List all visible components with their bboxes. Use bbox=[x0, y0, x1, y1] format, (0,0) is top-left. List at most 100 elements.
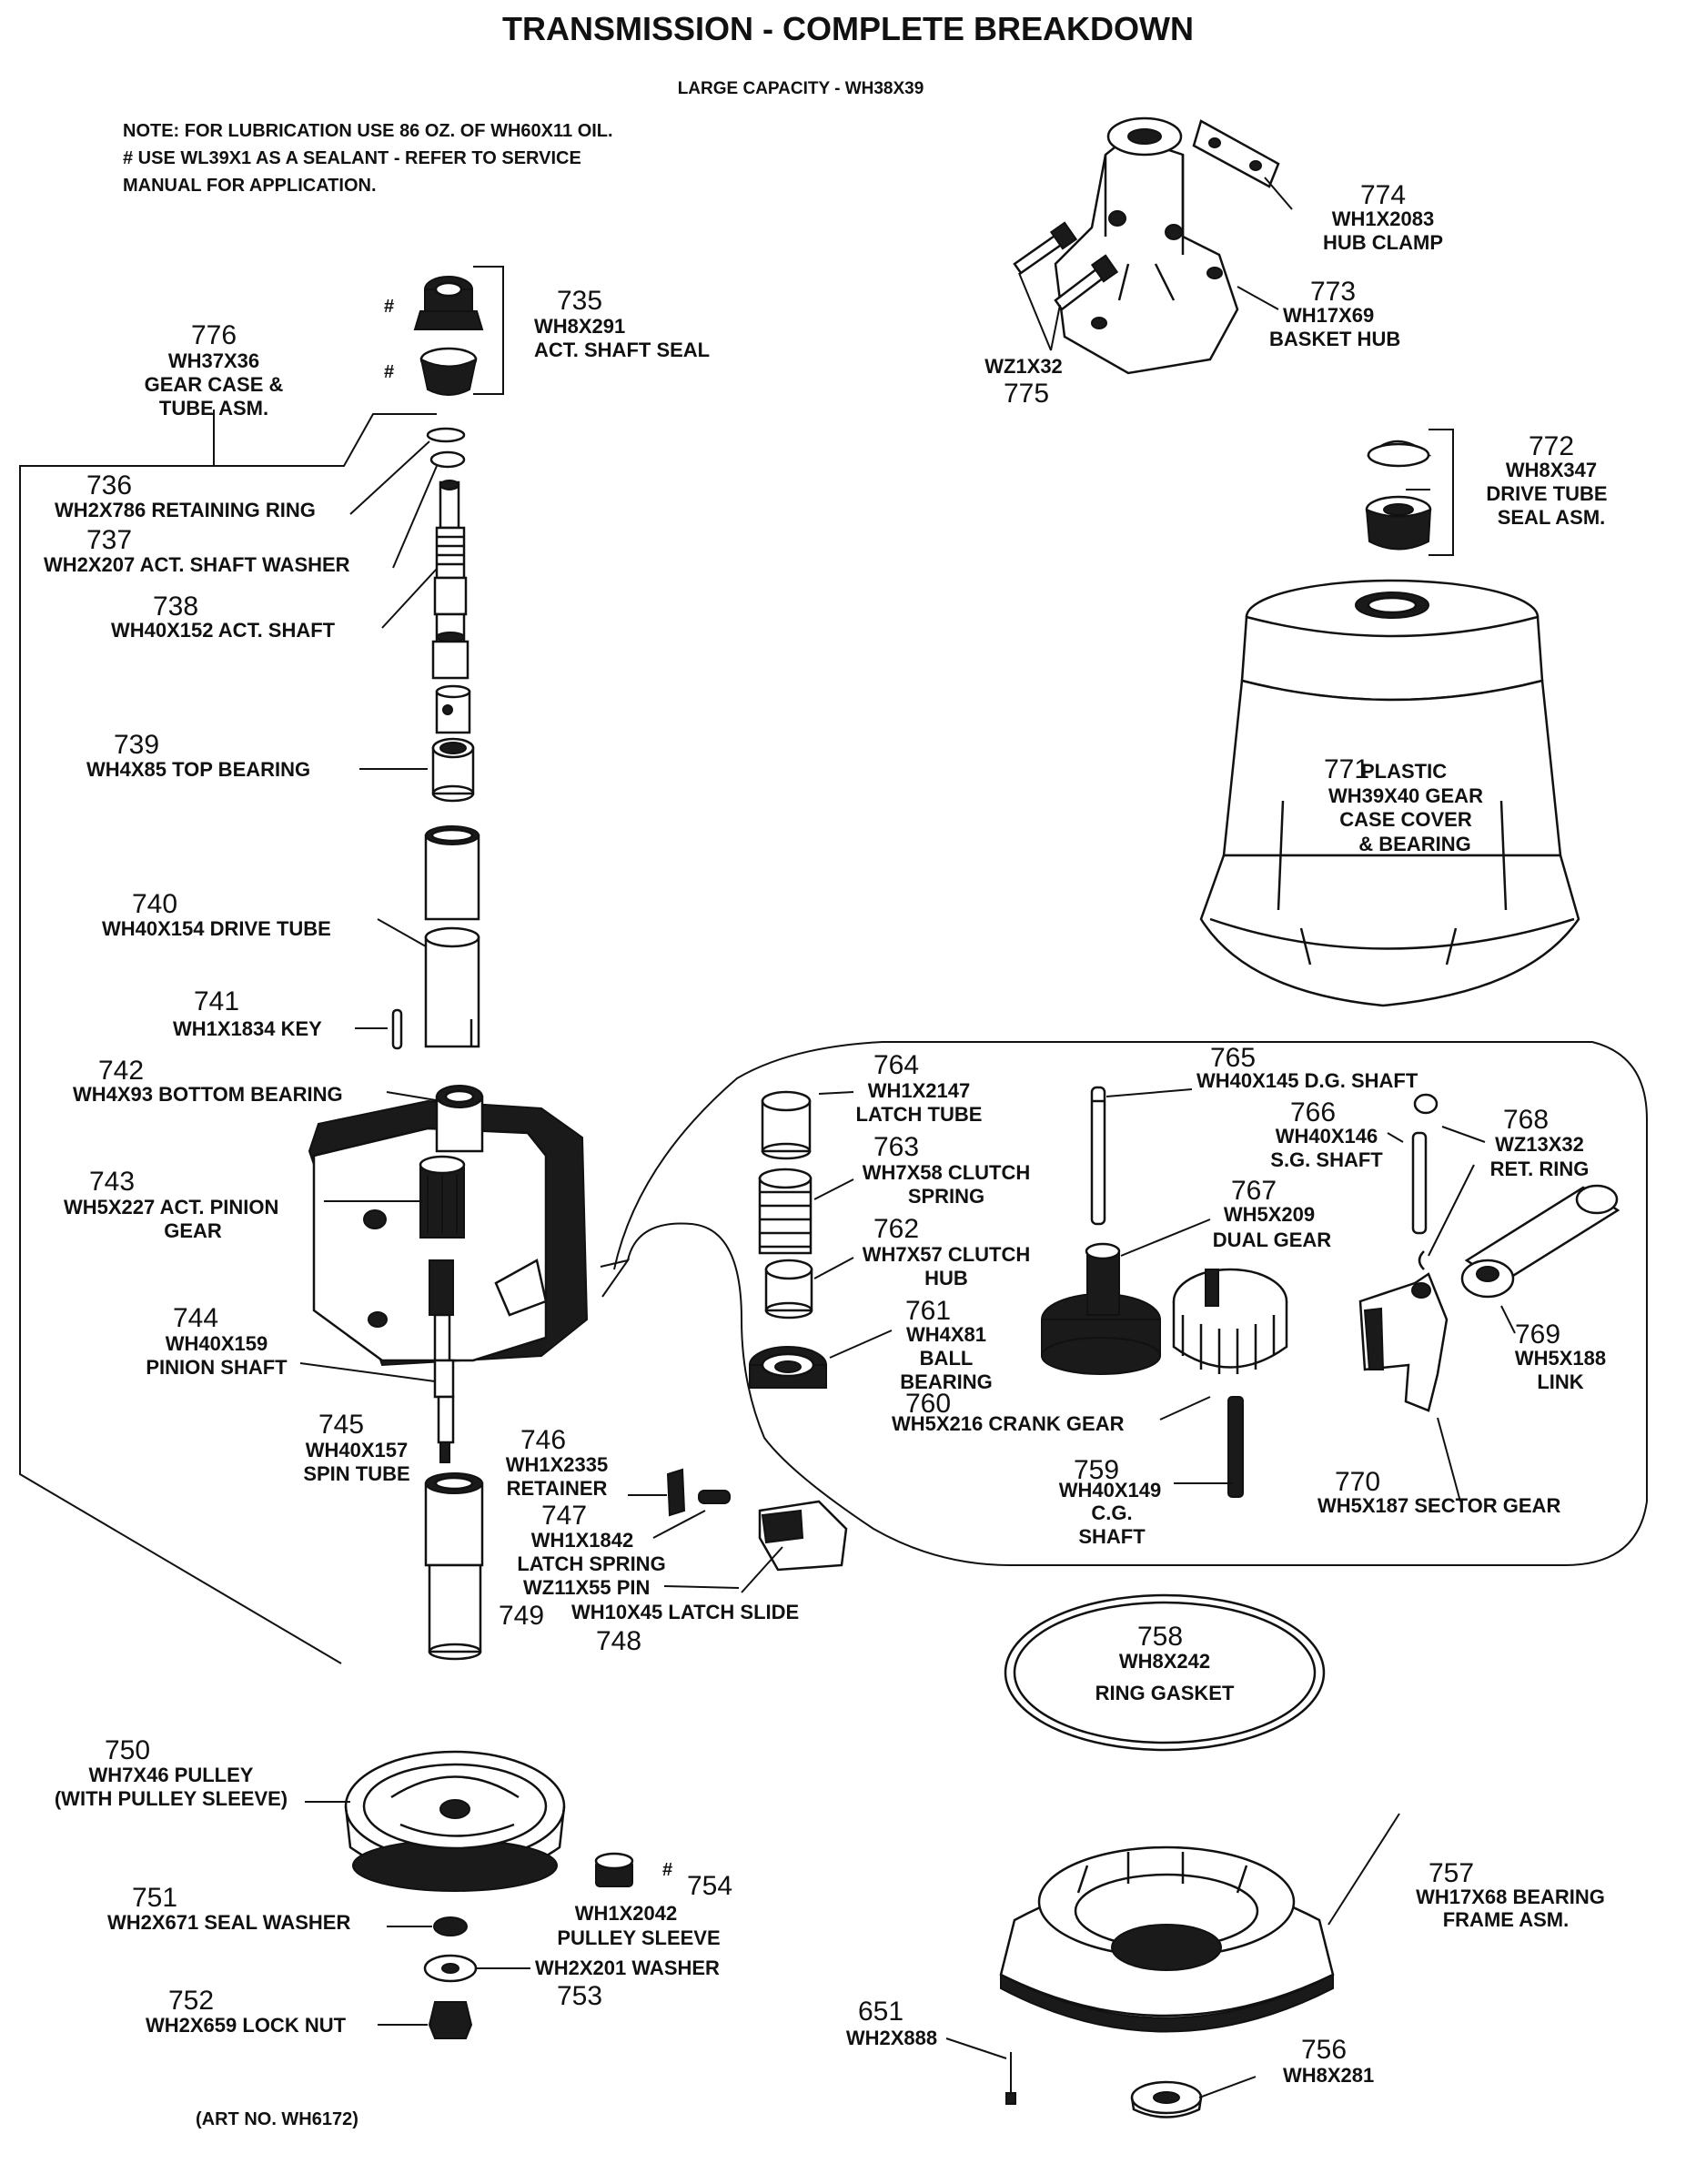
part-750-label: 750 WH7X46 PULLEY (WITH PULLEY SLEEVE) bbox=[55, 1735, 288, 1810]
part-754-line-1: WH1X2042 bbox=[575, 1902, 678, 1925]
drive-tube-seal-bracket bbox=[1428, 429, 1454, 556]
part-737-line-1: WH2X207 ACT. SHAFT WASHER bbox=[44, 553, 350, 576]
part-751-line-1: WH2X671 SEAL WASHER bbox=[107, 1911, 350, 1934]
hash-mark-754: # bbox=[662, 1860, 672, 1880]
part-740-line-1: WH40X154 DRIVE TUBE bbox=[102, 917, 331, 940]
part-767-label: 767 WH5X209 DUAL GEAR bbox=[1213, 1176, 1331, 1251]
part-769-number: 769 bbox=[1515, 1320, 1560, 1350]
pulley-sleeve-drawing bbox=[594, 1852, 634, 1887]
part-766-label: 766 WH40X146 S.G. SHAFT bbox=[1270, 1097, 1383, 1171]
part-757-number: 757 bbox=[1428, 1858, 1474, 1888]
part-746-line-2: RETAINER bbox=[507, 1477, 608, 1500]
gear-case-cover-drawing bbox=[1199, 579, 1580, 1007]
drive-tube-seal-drawing bbox=[1365, 440, 1432, 551]
part-774-label: 774 WH1X2083 HUB CLAMP bbox=[1323, 180, 1443, 254]
part-746-label: 746 WH1X2335 RETAINER bbox=[506, 1425, 609, 1500]
act-shaft-seal-drawing bbox=[413, 276, 484, 396]
part-735-line-1: WH8X291 bbox=[534, 315, 625, 338]
note-line-3: MANUAL FOR APPLICATION. bbox=[123, 176, 377, 196]
part-742-line-1: WH4X93 BOTTOM BEARING bbox=[73, 1083, 343, 1106]
part-765-number: 765 bbox=[1210, 1043, 1256, 1073]
part-749-number: 749 bbox=[499, 1601, 544, 1631]
clutch-spring-drawing bbox=[758, 1168, 813, 1255]
part-753-line-1: WH2X201 WASHER bbox=[535, 1956, 720, 1979]
part-747-line-1: WH1X1842 bbox=[531, 1529, 634, 1552]
pulley-drawing bbox=[344, 1750, 566, 1892]
part-754-number: 754 bbox=[687, 1871, 732, 1901]
part-745-line-2: SPIN TUBE bbox=[303, 1462, 409, 1485]
part-758-label: 758 WH8X242 RING GASKET bbox=[1095, 1622, 1235, 1704]
part-769-line-1: WH5X188 bbox=[1515, 1347, 1606, 1370]
part-756-number: 756 bbox=[1301, 2035, 1347, 2065]
part-753-label: WH2X201 WASHER 753 bbox=[535, 1956, 720, 2011]
part-763-number: 763 bbox=[873, 1132, 919, 1162]
basket-hub-drawing bbox=[1054, 116, 1239, 375]
part-769-label: 769 WH5X188 LINK bbox=[1515, 1320, 1606, 1393]
lock-nut-drawing bbox=[428, 2001, 473, 2039]
part-771-line-4: & BEARING bbox=[1358, 833, 1470, 855]
part-758-line-1: WH8X242 bbox=[1119, 1650, 1210, 1673]
seal-washer-drawing bbox=[433, 1916, 468, 1936]
part-743-line-1: WH5X227 ACT. PINION bbox=[64, 1196, 278, 1218]
bolts-drawing bbox=[1013, 221, 1119, 311]
part-736-number: 736 bbox=[86, 470, 132, 500]
part-772-line-3: SEAL ASM. bbox=[1498, 506, 1606, 529]
part-747-label: 747 WH1X1842 LATCH SPRING bbox=[517, 1501, 665, 1575]
part-768-number: 768 bbox=[1503, 1105, 1549, 1135]
part-771-line-1: PLASTIC bbox=[1361, 760, 1447, 783]
latch-tube-drawing bbox=[761, 1090, 812, 1160]
part-765-label: 765 WH40X145 D.G. SHAFT bbox=[1196, 1043, 1418, 1092]
part-737-number: 737 bbox=[86, 525, 132, 555]
part-771-label: 771 PLASTIC WH39X40 GEAR CASE COVER & BE… bbox=[1324, 754, 1483, 855]
part-762-label: 762 WH7X57 CLUTCH HUB bbox=[863, 1214, 1031, 1289]
diagram-title: TRANSMISSION - COMPLETE BREAKDOWN bbox=[502, 10, 1194, 47]
sector-gear-drawing bbox=[1358, 1272, 1449, 1412]
part-761-number: 761 bbox=[905, 1296, 951, 1326]
part-742-number: 742 bbox=[98, 1056, 144, 1086]
cg-shaft-drawing bbox=[1227, 1396, 1244, 1498]
part-758-line-2: RING GASKET bbox=[1095, 1682, 1235, 1704]
part-776-label: 776 WH37X36 GEAR CASE & TUBE ASM. bbox=[145, 320, 284, 420]
part-756-label: 756 WH8X281 bbox=[1283, 2035, 1374, 2087]
part-754-line-2: PULLEY SLEEVE bbox=[557, 1926, 720, 1949]
note-line-1: NOTE: FOR LUBRICATION USE 86 OZ. OF WH60… bbox=[123, 121, 613, 141]
part-759-line-2: C.G. bbox=[1091, 1502, 1132, 1524]
part-745-line-1: WH40X157 bbox=[306, 1439, 409, 1461]
retaining-ring-drawing bbox=[426, 427, 466, 469]
part-772-number: 772 bbox=[1529, 431, 1574, 461]
part-775-number: 775 bbox=[1004, 379, 1049, 409]
part-764-label: 764 WH1X2147 LATCH TUBE bbox=[856, 1050, 983, 1126]
part-746-line-1: WH1X2335 bbox=[506, 1453, 609, 1476]
part-750-number: 750 bbox=[105, 1735, 150, 1765]
part-752-label: 752 WH2X659 LOCK NUT bbox=[146, 1986, 347, 2037]
part-757-line-2: FRAME ASM. bbox=[1443, 1908, 1570, 1931]
washer-drawing bbox=[423, 1954, 478, 1983]
gear-case-bracket-line bbox=[19, 410, 437, 1664]
part-759-number: 759 bbox=[1074, 1455, 1119, 1485]
part-750-line-2: (WITH PULLEY SLEEVE) bbox=[55, 1787, 288, 1810]
part-765-line-1: WH40X145 D.G. SHAFT bbox=[1196, 1069, 1418, 1092]
part-737-label: 737 WH2X207 ACT. SHAFT WASHER bbox=[44, 525, 350, 576]
sg-shaft-drawing bbox=[1411, 1131, 1428, 1235]
part-770-label: 770 WH5X187 SECTOR GEAR bbox=[1317, 1467, 1560, 1517]
part-776-line-3: TUBE ASM. bbox=[159, 397, 268, 420]
part-757-line-1: WH17X68 BEARING bbox=[1416, 1886, 1605, 1908]
latch-spring-drawing bbox=[698, 1490, 731, 1504]
part-762-line-1: WH7X57 CLUTCH bbox=[863, 1243, 1031, 1266]
part-739-line-1: WH4X85 TOP BEARING bbox=[86, 758, 310, 781]
part-741-number: 741 bbox=[194, 986, 239, 1016]
part-764-line-1: WH1X2147 bbox=[868, 1079, 971, 1102]
part-738-line-1: WH40X152 ACT. SHAFT bbox=[111, 619, 336, 642]
part-773-line-1: WH17X69 bbox=[1283, 304, 1374, 327]
part-741-label: 741 WH1X1834 KEY bbox=[173, 986, 322, 1040]
part-759-line-3: SHAFT bbox=[1078, 1525, 1146, 1548]
part-739-number: 739 bbox=[114, 730, 159, 760]
part-768-line-1: WZ13X32 bbox=[1495, 1133, 1584, 1156]
bearing-frame-drawing bbox=[999, 1845, 1335, 2033]
notes-block: NOTE: FOR LUBRICATION USE 86 OZ. OF WH60… bbox=[123, 121, 613, 196]
part-776-line-2: GEAR CASE & bbox=[145, 373, 284, 396]
leader-lines bbox=[299, 177, 1516, 2098]
screw-651-drawing bbox=[1005, 2052, 1016, 2105]
part-762-number: 762 bbox=[873, 1214, 919, 1244]
